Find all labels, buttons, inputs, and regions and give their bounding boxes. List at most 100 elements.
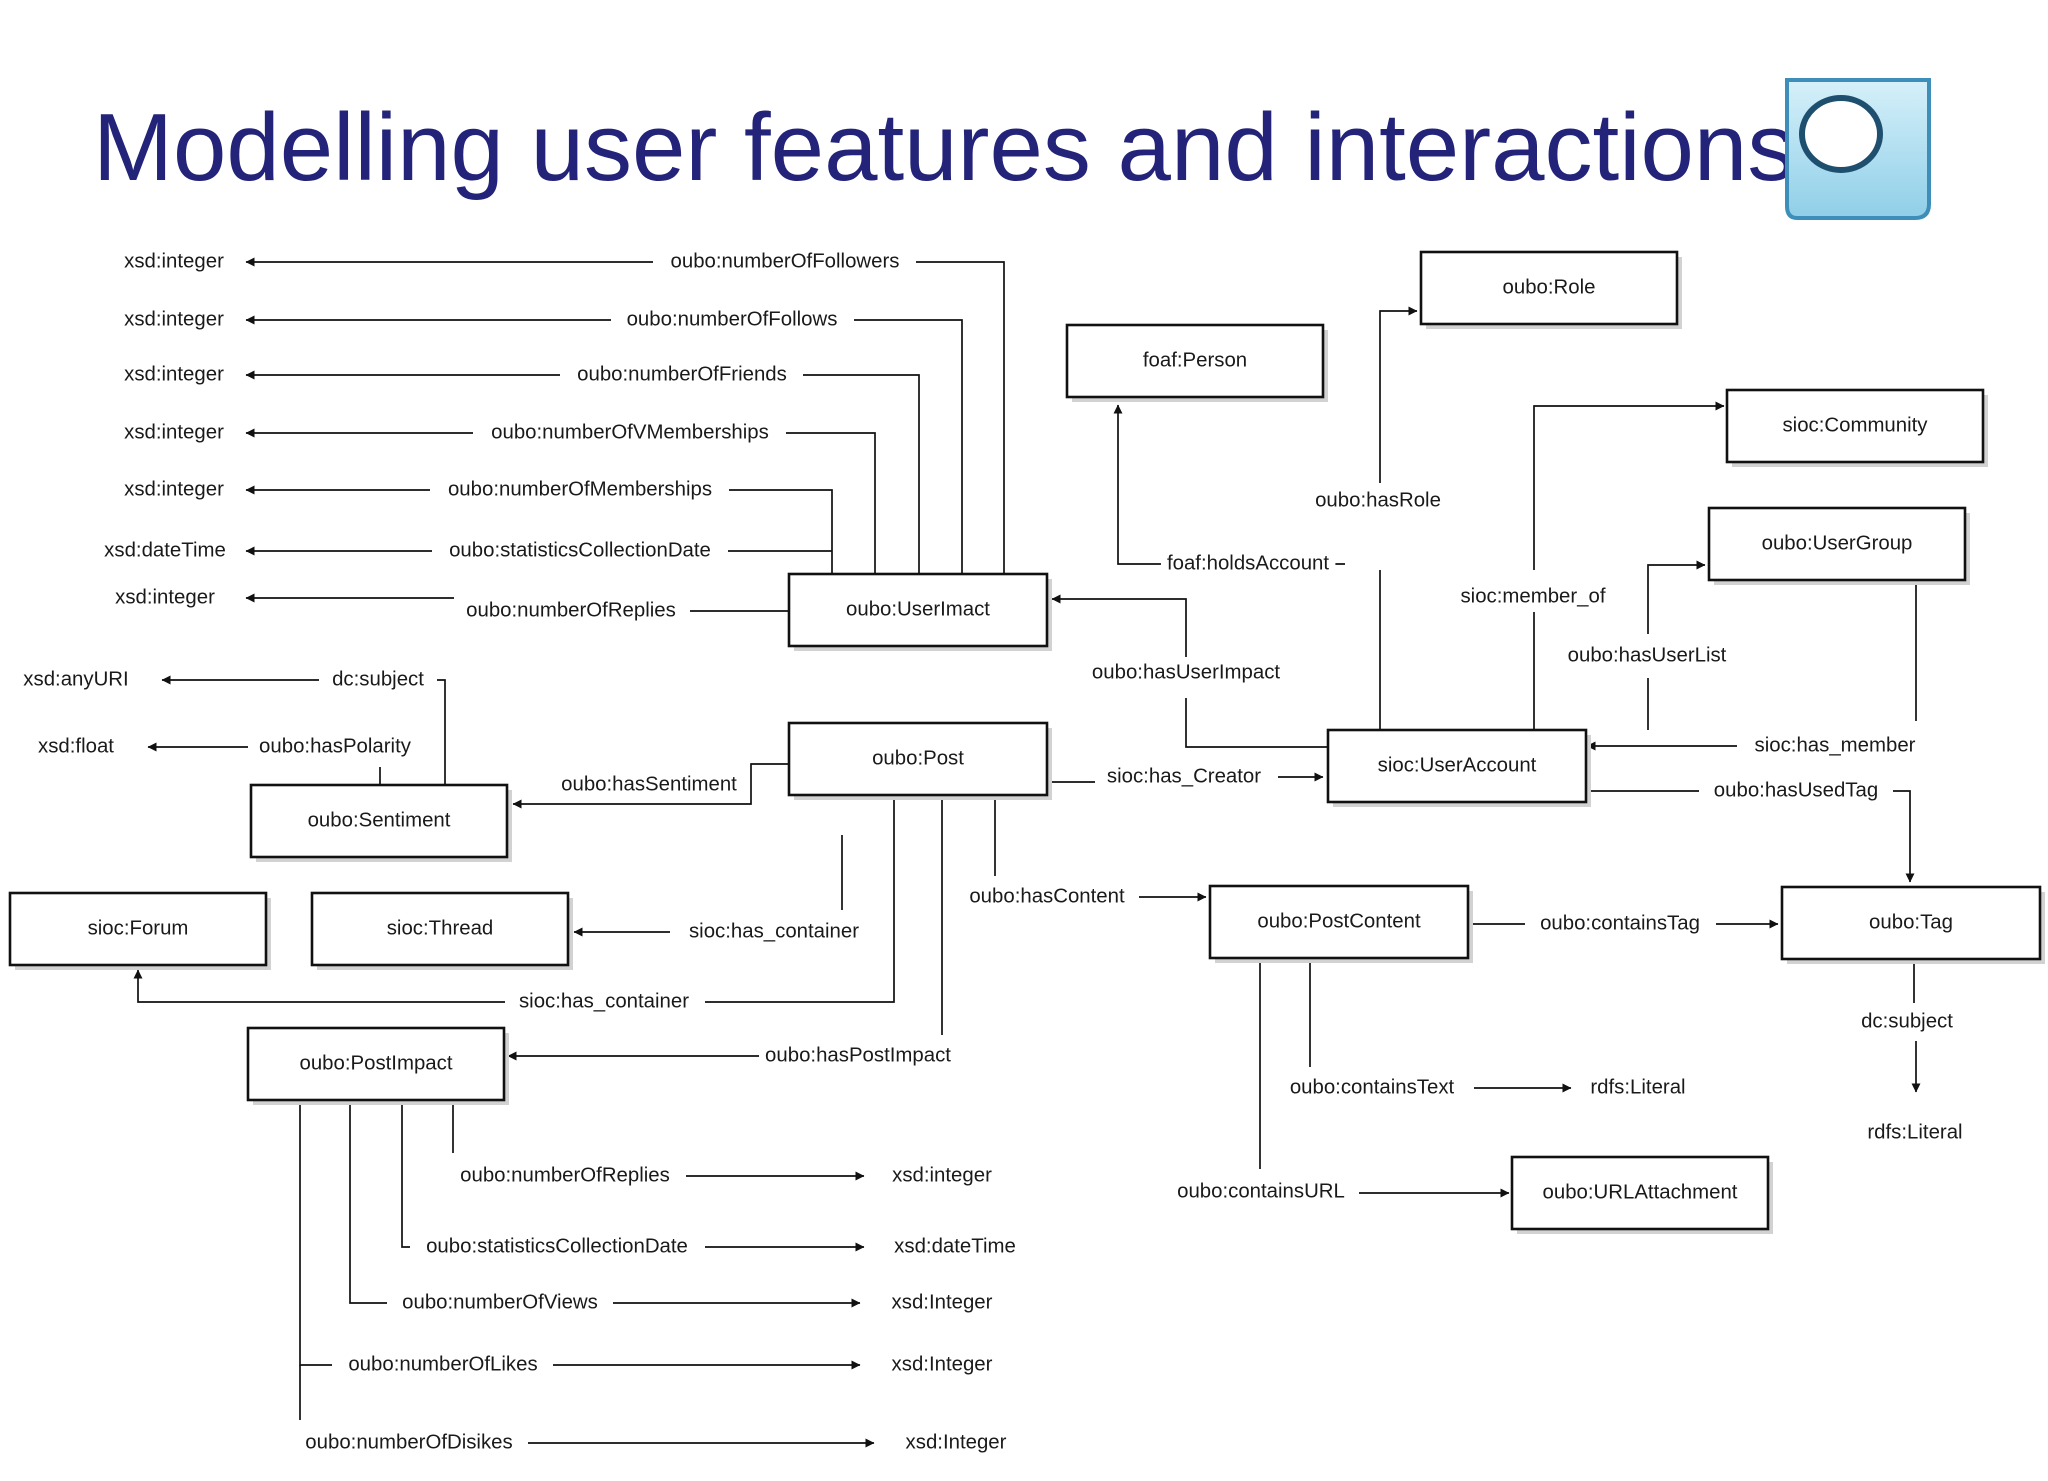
property-label-post-number-of-replies: oubo:numberOfReplies bbox=[460, 1164, 670, 1186]
label-background bbox=[299, 1430, 519, 1455]
literal-tag-subject-type: rdfs:Literal bbox=[1867, 1121, 1962, 1143]
slide-title: Modelling user features and interactions bbox=[93, 94, 1796, 201]
property-label-member-of: sioc:member_of bbox=[1460, 585, 1605, 607]
property-label-has-creator: sioc:has_Creator bbox=[1107, 765, 1261, 787]
property-label-number-of-followers: oubo:numberOfFollowers bbox=[671, 250, 900, 272]
class-box-person: foaf:Person bbox=[1065, 323, 1328, 402]
label-background bbox=[441, 477, 719, 502]
property-label-has-sentiment: oubo:hasSentiment bbox=[561, 773, 737, 795]
label-background bbox=[512, 989, 696, 1014]
label-background bbox=[682, 919, 866, 944]
property-label-number-of-memberships: oubo:numberOfMemberships bbox=[448, 478, 712, 500]
label-background bbox=[118, 420, 231, 445]
label-background bbox=[1561, 643, 1733, 668]
property-label-holds-account: foaf:holdsAccount bbox=[1167, 552, 1329, 574]
label-background bbox=[420, 1234, 694, 1259]
literal-views-type: xsd:Integer bbox=[892, 1291, 993, 1313]
class-box-post-impact: oubo:PostImpact bbox=[246, 1026, 509, 1105]
class-label: sioc:Thread bbox=[387, 917, 494, 939]
ring-logo-icon bbox=[1785, 78, 1931, 220]
property-label-number-of-v-memberships: oubo:numberOfVMemberships bbox=[491, 421, 769, 443]
class-label: oubo:Post bbox=[872, 747, 964, 769]
label-background bbox=[571, 362, 793, 387]
property-labels: oubo:numberOfFollowers oubo:numberOfFoll… bbox=[253, 249, 1960, 1455]
label-background bbox=[485, 420, 775, 445]
class-label: oubo:URLAttachment bbox=[1543, 1181, 1738, 1203]
literal-dislikes-type: xsd:Integer bbox=[906, 1431, 1007, 1453]
class-label: sioc:Community bbox=[1782, 414, 1928, 436]
label-background bbox=[118, 362, 231, 387]
property-label-number-of-likes: oubo:numberOfLikes bbox=[348, 1353, 537, 1375]
property-label-has-polarity: oubo:hasPolarity bbox=[259, 735, 412, 757]
label-background bbox=[118, 249, 231, 274]
property-label-has-user-list: oubo:hasUserList bbox=[1568, 644, 1727, 666]
literal-follows-type: xsd:integer bbox=[124, 308, 224, 330]
label-background bbox=[1085, 660, 1287, 685]
label-background bbox=[396, 1290, 604, 1315]
label-background bbox=[109, 585, 222, 610]
property-label-dc-subject: dc:subject bbox=[332, 668, 424, 690]
label-background bbox=[326, 667, 431, 692]
literal-stats-date-user-type: xsd:dateTime bbox=[104, 539, 226, 561]
property-label-number-of-friends: oubo:numberOfFriends bbox=[577, 363, 787, 385]
class-label: oubo:Tag bbox=[1869, 911, 1953, 933]
literal-memberships-type: xsd:integer bbox=[124, 478, 224, 500]
property-label-has-post-impact: oubo:hasPostImpact bbox=[765, 1044, 951, 1066]
class-label: oubo:Role bbox=[1503, 276, 1596, 298]
property-label-has-role: oubo:hasRole bbox=[1315, 489, 1441, 511]
literal-subject-sentiment-type: xsd:anyURI bbox=[23, 668, 128, 690]
property-label-has-container-forum: sioc:has_container bbox=[519, 990, 689, 1012]
label-background bbox=[32, 734, 121, 759]
label-background bbox=[1584, 1075, 1692, 1100]
class-box-tag: oubo:Tag bbox=[1780, 885, 2045, 964]
label-background bbox=[460, 598, 682, 623]
property-label-has-user-impact: oubo:hasUserImpact bbox=[1092, 661, 1280, 683]
literal-friends-type: xsd:integer bbox=[124, 363, 224, 385]
literal-stats-date-post-type: xsd:dateTime bbox=[894, 1235, 1016, 1257]
class-label: sioc:Forum bbox=[88, 917, 189, 939]
class-box-community: sioc:Community bbox=[1725, 388, 1988, 467]
label-background bbox=[1100, 764, 1268, 789]
property-label-has-container-thread: sioc:has_container bbox=[689, 920, 859, 942]
label-background bbox=[1454, 584, 1612, 609]
class-label: oubo:Sentiment bbox=[308, 809, 451, 831]
label-background bbox=[454, 1163, 676, 1188]
literal-likes-type: xsd:Integer bbox=[892, 1353, 993, 1375]
label-background bbox=[888, 1234, 1022, 1259]
class-label: oubo:UserImact bbox=[846, 598, 990, 620]
label-background bbox=[17, 667, 135, 692]
label-background bbox=[963, 884, 1131, 909]
property-label-number-of-follows: oubo:numberOfFollows bbox=[627, 308, 838, 330]
class-label: foaf:Person bbox=[1143, 349, 1247, 371]
class-box-url-attachment: oubo:URLAttachment bbox=[1510, 1155, 1773, 1234]
label-background bbox=[443, 538, 717, 563]
class-label: sioc:UserAccount bbox=[1378, 754, 1537, 776]
label-background bbox=[555, 772, 744, 797]
label-background bbox=[1855, 1009, 1960, 1034]
class-label: oubo:PostImpact bbox=[299, 1052, 452, 1074]
label-background bbox=[664, 249, 906, 274]
class-box-thread: sioc:Thread bbox=[310, 891, 573, 970]
label-background bbox=[759, 1043, 958, 1068]
label-background bbox=[1707, 778, 1885, 803]
label-background bbox=[886, 1163, 999, 1188]
class-box-user-group: oubo:UserGroup bbox=[1707, 506, 1970, 585]
label-background bbox=[1534, 911, 1706, 936]
class-box-post-content: oubo:PostContent bbox=[1208, 884, 1473, 963]
class-box-role: oubo:Role bbox=[1419, 250, 1682, 329]
class-box-user-account: sioc:UserAccount bbox=[1326, 728, 1591, 807]
literal-labels: xsd:integer xsd:integer xsd:integer xsd:… bbox=[17, 249, 1969, 1455]
connector-lines bbox=[133, 257, 1921, 1448]
label-background bbox=[620, 307, 844, 332]
label-background bbox=[885, 1290, 999, 1315]
class-box-forum: sioc:Forum bbox=[8, 891, 271, 970]
label-background bbox=[1160, 551, 1336, 576]
label-background bbox=[899, 1430, 1013, 1455]
property-label-contains-tag: oubo:containsTag bbox=[1540, 912, 1700, 934]
literal-followers-type: xsd:integer bbox=[124, 250, 224, 272]
property-label-has-content: oubo:hasContent bbox=[969, 885, 1125, 907]
property-label-has-member: sioc:has_member bbox=[1755, 734, 1916, 756]
property-label-post-statistics-collection-date: oubo:statisticsCollectionDate bbox=[426, 1235, 688, 1257]
